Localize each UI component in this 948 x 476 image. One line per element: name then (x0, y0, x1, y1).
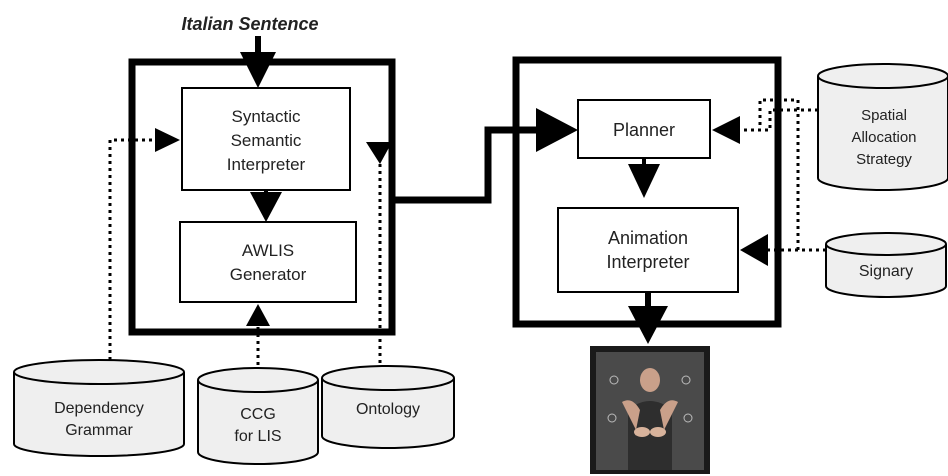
signary-db: Signary (825, 232, 947, 298)
ccg-db: CCG for LIS (197, 367, 319, 465)
ccg-line-2: for LIS (234, 428, 281, 445)
spatial-allocation-db: Spatial Allocation Strategy (817, 63, 948, 191)
grammar-line-2: Grammar (65, 422, 133, 439)
signary-label: Signary (859, 263, 913, 280)
ontology-label: Ontology (356, 401, 420, 418)
spatial-connector (742, 108, 818, 132)
avatar-output-image (590, 346, 710, 474)
input-arrow (240, 52, 276, 88)
signary-arrow (740, 234, 768, 266)
interpreter-line-2: Semantic (231, 131, 302, 150)
planner-to-animation-arrow (628, 164, 660, 198)
syntactic-semantic-interpreter-box (181, 87, 351, 191)
input-label: Italian Sentence (181, 14, 318, 34)
grammar-connector (108, 138, 158, 360)
awlis-generator-box (179, 221, 357, 303)
interpreter-line-1: Syntactic (232, 107, 301, 126)
animation-to-avatar-arrow (628, 306, 668, 344)
ontology-arrow (366, 142, 392, 164)
spatial-arrow (712, 116, 740, 144)
animation-line-2: Interpreter (606, 252, 689, 272)
spatial-line-3: Strategy (856, 151, 912, 168)
spatial-line-2: Allocation (851, 129, 916, 146)
animation-line-1: Animation (608, 228, 688, 248)
dependency-grammar-db: Dependency Grammar (13, 359, 185, 457)
generator-line-2: Generator (230, 265, 307, 284)
signary-planner-connector (758, 98, 826, 252)
planner-label: Planner (613, 120, 675, 140)
ontology-db: Ontology (321, 365, 455, 449)
generator-line-1: AWLIS (242, 241, 294, 260)
planner-box (577, 99, 711, 159)
ccg-arrow (246, 304, 270, 326)
grammar-line-1: Dependency (54, 400, 144, 417)
grammar-arrow (155, 128, 180, 152)
interpreter-line-3: Interpreter (227, 155, 306, 174)
spatial-line-1: Spatial (861, 107, 907, 124)
planner-input-arrow (536, 108, 578, 152)
interpreter-to-generator-arrow (250, 192, 282, 222)
ccg-line-1: CCG (240, 406, 276, 423)
animation-interpreter-box (557, 207, 739, 293)
